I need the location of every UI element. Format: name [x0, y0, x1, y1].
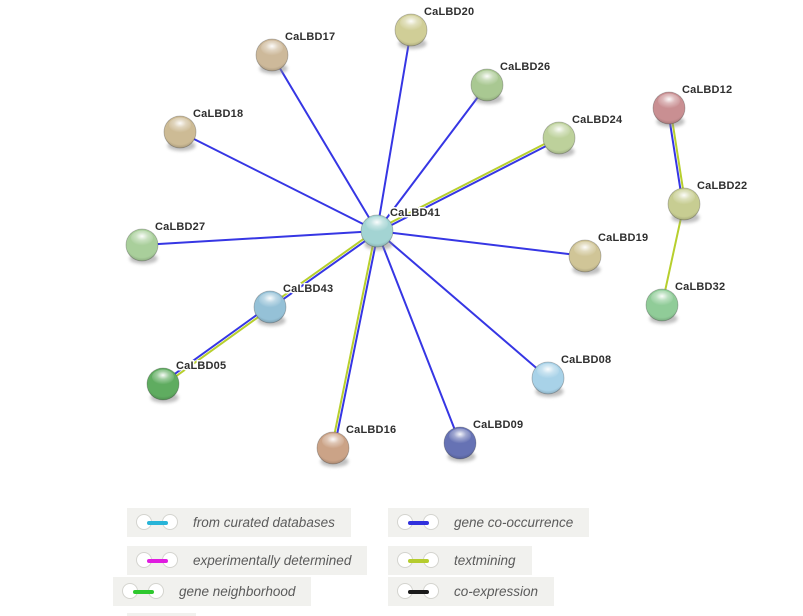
node-gloss-highlight	[537, 363, 559, 379]
swatch-edge-line	[408, 521, 429, 525]
edge-calbd41-calbd26-gene-co-occurrence[interactable]	[376, 84, 488, 232]
node-calbd24[interactable]	[542, 121, 576, 157]
node-label-calbd16: CaLBD16	[346, 424, 396, 436]
node-gloss-highlight	[673, 189, 695, 205]
edge-calbd41-calbd18-gene-co-occurrence[interactable]	[179, 131, 378, 232]
edge-calbd41-calbd16-textmining[interactable]	[330, 229, 377, 449]
legend-item-partial	[127, 613, 196, 616]
node-label-calbd05: CaLBD05	[176, 360, 226, 372]
legend-item-cooccurrence-swatch-icon	[397, 514, 441, 531]
node-label-calbd19: CaLBD19	[598, 232, 648, 244]
node-label-calbd17: CaLBD17	[285, 31, 335, 43]
legend-item-neighborhood: gene neighborhood	[113, 577, 312, 606]
legend-item-experimental-swatch-icon	[136, 552, 180, 569]
legend-item-textmining: textmining	[388, 546, 532, 575]
legend-item-experimental-label: experimentally determined	[193, 553, 352, 568]
edge-calbd41-calbd24-gene-co-occurrence[interactable]	[376, 138, 561, 234]
swatch-edge-line	[408, 590, 429, 594]
node-calbd19[interactable]	[568, 239, 602, 275]
node-gloss-highlight	[651, 290, 673, 306]
node-calbd12[interactable]	[652, 91, 686, 127]
legend-item-cooccurrence-label: gene co-occurrence	[454, 515, 574, 530]
node-label-calbd09: CaLBD09	[473, 419, 523, 431]
legend-item-curated-swatch-icon	[136, 514, 180, 531]
edge-calbd41-calbd09-gene-co-occurrence[interactable]	[376, 230, 461, 444]
legend-item-curated-label: from curated databases	[193, 515, 335, 530]
node-calbd27[interactable]	[125, 228, 159, 264]
node-label-calbd26: CaLBD26	[500, 61, 550, 73]
legend-item-curated: from curated databases	[127, 508, 351, 537]
legend-item-neighborhood-label: gene neighborhood	[179, 584, 296, 599]
edge-calbd41-calbd20-gene-co-occurrence[interactable]	[376, 29, 412, 232]
edge-calbd41-calbd43-gene-co-occurrence[interactable]	[269, 231, 379, 310]
legend-item-neighborhood-swatch-icon	[122, 583, 166, 600]
legend-item-textmining-swatch-icon	[397, 552, 441, 569]
node-label-calbd43: CaLBD43	[283, 283, 333, 295]
node-gloss-highlight	[169, 117, 191, 133]
node-label-calbd27: CaLBD27	[155, 221, 205, 233]
node-label-calbd12: CaLBD12	[682, 84, 732, 96]
legend-item-textmining-label: textmining	[454, 553, 516, 568]
node-calbd26[interactable]	[470, 68, 504, 104]
node-label-calbd24: CaLBD24	[572, 114, 623, 126]
node-label-calbd20: CaLBD20	[424, 6, 474, 18]
legend-item-coexpression-swatch-icon	[397, 583, 441, 600]
node-calbd17[interactable]	[255, 38, 289, 74]
node-gloss-highlight	[131, 230, 153, 246]
edge-calbd43-calbd05-textmining[interactable]	[162, 307, 272, 387]
swatch-edge-line	[408, 559, 429, 563]
node-gloss-highlight	[548, 123, 570, 139]
edge-calbd41-calbd17-gene-co-occurrence[interactable]	[271, 54, 378, 232]
node-gloss-highlight	[261, 40, 283, 56]
edge-calbd41-calbd19-gene-co-occurrence[interactable]	[376, 230, 586, 257]
node-gloss-highlight	[366, 216, 388, 232]
node-gloss-highlight	[322, 433, 344, 449]
node-label-calbd22: CaLBD22	[697, 180, 747, 192]
node-gloss-highlight	[259, 292, 281, 308]
legend-item-experimental: experimentally determined	[127, 546, 368, 575]
node-calbd22[interactable]	[667, 187, 701, 223]
node-label-calbd41: CaLBD41	[390, 207, 440, 219]
node-gloss-highlight	[152, 369, 174, 385]
node-calbd32[interactable]	[645, 288, 679, 324]
node-gloss-highlight	[400, 15, 422, 31]
node-label-calbd08: CaLBD08	[561, 354, 611, 366]
node-label-calbd32: CaLBD32	[675, 281, 725, 293]
legend-item-coexpression: co-expression	[388, 577, 555, 606]
legend-item-coexpression-label: co-expression	[454, 584, 539, 599]
node-gloss-highlight	[449, 428, 471, 444]
node-calbd05[interactable]	[146, 367, 180, 403]
legend-item-cooccurrence: gene co-occurrence	[388, 508, 590, 537]
node-calbd43[interactable]	[253, 290, 287, 326]
node-calbd09[interactable]	[443, 426, 477, 462]
swatch-edge-line	[133, 590, 154, 594]
swatch-edge-line	[147, 559, 168, 563]
node-calbd18[interactable]	[163, 115, 197, 151]
node-label-calbd18: CaLBD18	[193, 108, 243, 120]
node-calbd08[interactable]	[531, 361, 565, 397]
node-calbd41[interactable]	[360, 214, 394, 250]
edge-calbd41-calbd08-gene-co-occurrence[interactable]	[376, 230, 549, 379]
edge-calbd41-calbd16-gene-co-occurrence[interactable]	[333, 230, 380, 450]
node-gloss-highlight	[658, 93, 680, 109]
edge-calbd41-calbd24-textmining[interactable]	[375, 135, 560, 231]
edge-calbd41-calbd27-gene-co-occurrence[interactable]	[141, 230, 378, 246]
nodes-layer	[125, 13, 701, 467]
node-calbd20[interactable]	[394, 13, 428, 49]
node-gloss-highlight	[574, 241, 596, 257]
edges-layer	[141, 29, 687, 450]
edge-calbd43-calbd05-gene-co-occurrence[interactable]	[161, 304, 271, 384]
node-calbd16[interactable]	[316, 431, 350, 467]
node-gloss-highlight	[476, 70, 498, 86]
edge-calbd41-calbd43-textmining[interactable]	[268, 228, 378, 307]
swatch-edge-line	[147, 521, 168, 525]
